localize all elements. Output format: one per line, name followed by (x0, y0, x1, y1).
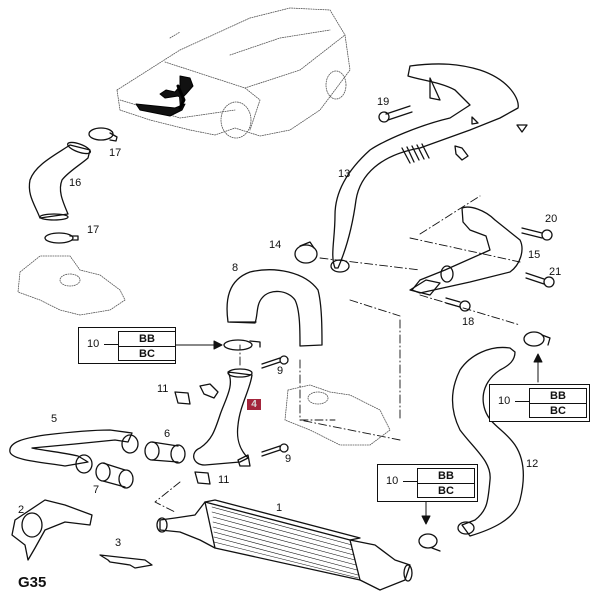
part-8-hose (226, 269, 323, 347)
part-1-intercooler (156, 499, 413, 591)
turbo-outline-right (284, 384, 391, 446)
part-4-pipe (193, 371, 253, 466)
part-14-clamp (294, 241, 318, 264)
part-10-clamp-bottom (418, 533, 441, 552)
callout-12[interactable]: 12 (526, 458, 539, 470)
callout-21[interactable]: 21 (549, 266, 562, 278)
reference-part-number: 10 (386, 475, 399, 487)
reference-code: BC (530, 403, 586, 418)
callout-15[interactable]: 15 (528, 249, 541, 261)
callout-11-upper[interactable]: 11 (157, 383, 169, 395)
part-3-plate (99, 554, 153, 569)
part-17-clamp-lower (44, 232, 79, 244)
part-16-hose (28, 144, 91, 219)
guide-lines (154, 195, 521, 513)
reference-box-10-left[interactable]: 10 BB BC (78, 327, 176, 364)
vehicle-highlight-pipe (135, 75, 194, 117)
part-21-bolt (525, 272, 555, 288)
reference-code: BB (139, 333, 155, 345)
reference-code: BB (438, 470, 454, 482)
turbo-outline-left (17, 255, 126, 316)
callout-6[interactable]: 6 (164, 428, 171, 440)
diagram-code: G35 (18, 574, 47, 591)
reference-arrows (174, 340, 543, 525)
part-2-bracket (11, 499, 93, 561)
callout-2[interactable]: 2 (18, 504, 25, 516)
part-13-pipe (332, 63, 519, 269)
callout-1[interactable]: 1 (276, 502, 283, 514)
reference-codes: BB BC (118, 331, 176, 361)
reference-connector (403, 481, 417, 482)
callout-16[interactable]: 16 (69, 177, 82, 189)
part-6-coupling (144, 441, 186, 464)
part-7-coupling (95, 462, 134, 489)
reference-codes: BB BC (529, 388, 587, 418)
callout-5[interactable]: 5 (51, 413, 58, 425)
part-10-clamp-center (223, 339, 261, 351)
vehicle-outline (116, 7, 351, 139)
part-20-bolt (521, 227, 553, 241)
callout-17-upper[interactable]: 17 (109, 147, 122, 159)
part-5-hose (9, 429, 133, 467)
callout-19[interactable]: 19 (377, 96, 390, 108)
callout-14[interactable]: 14 (269, 239, 282, 251)
reference-codes: BB BC (417, 468, 475, 498)
part-19-bolt (378, 105, 413, 123)
callout-7[interactable]: 7 (93, 484, 100, 496)
reference-box-10-right[interactable]: 10 BB BC (489, 384, 590, 422)
part-12-hose (451, 346, 524, 537)
callout-11-lower[interactable]: 11 (218, 474, 230, 486)
part-9-bolt-lower (261, 443, 289, 457)
callout-9-lower[interactable]: 9 (285, 453, 292, 465)
reference-connector (104, 344, 118, 345)
part-10-clamp-right (523, 331, 551, 347)
part-17-clamp-upper (88, 127, 118, 142)
reference-box-10-bottom[interactable]: 10 BB BC (377, 464, 478, 502)
callout-9-upper[interactable]: 9 (277, 365, 284, 377)
reference-code: BC (418, 483, 474, 498)
part-9-bolt-upper (261, 355, 289, 369)
callout-4-highlighted[interactable]: 4 (247, 399, 261, 410)
part-13-bellows (401, 143, 430, 164)
reference-code: BC (119, 346, 175, 361)
callout-18[interactable]: 18 (462, 316, 475, 328)
part-11-clip-lower (194, 471, 211, 485)
callout-13[interactable]: 13 (338, 168, 351, 180)
callout-20[interactable]: 20 (545, 213, 558, 225)
reference-part-number: 10 (87, 338, 100, 350)
reference-connector (515, 401, 529, 402)
reference-part-number: 10 (498, 395, 511, 407)
callout-3[interactable]: 3 (115, 537, 122, 549)
part-11-clip-upper (174, 391, 191, 405)
callout-8[interactable]: 8 (232, 262, 239, 274)
callout-17-lower[interactable]: 17 (87, 224, 100, 236)
reference-code: BB (550, 390, 566, 402)
